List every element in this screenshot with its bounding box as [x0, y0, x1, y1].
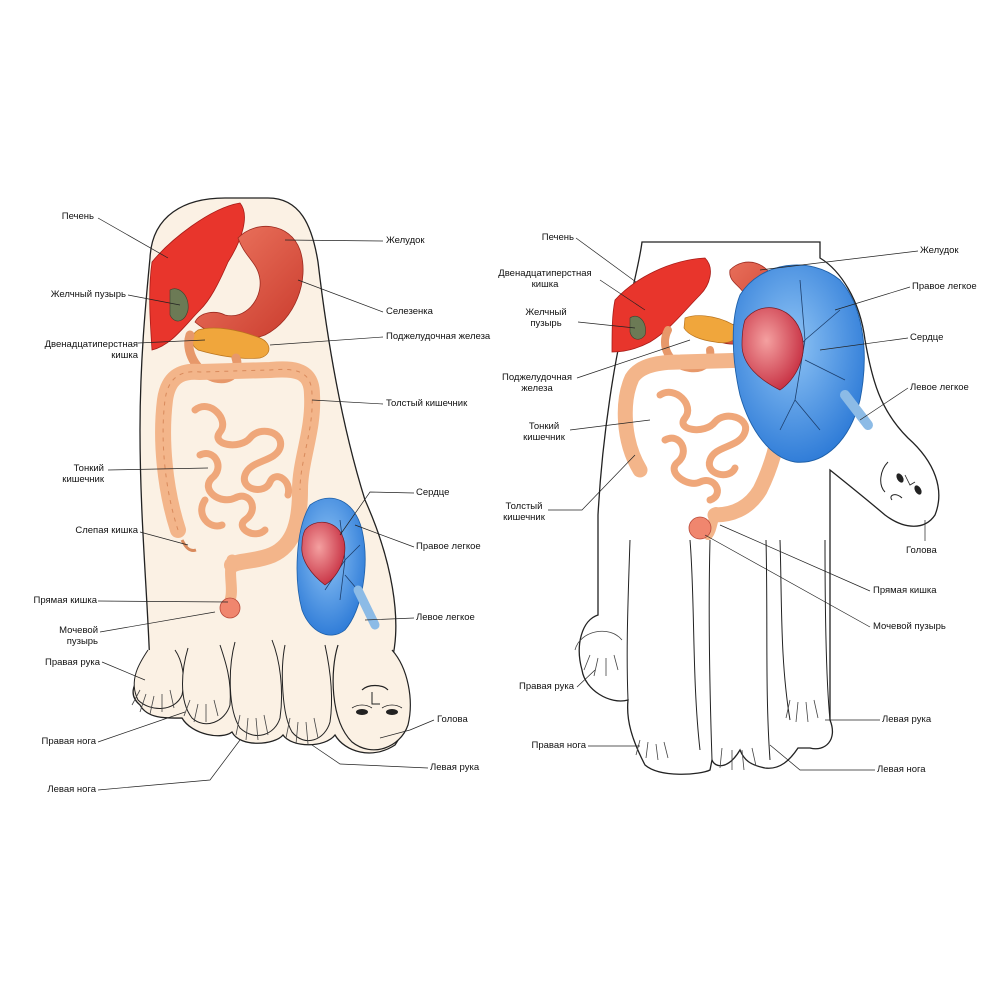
foot-trachea [353, 585, 380, 630]
foot-colon-haustra [162, 368, 313, 531]
foot-label-heart: Сердце [416, 487, 450, 498]
foot-label-rectum: Прямая кишка [33, 595, 97, 606]
hand-label-bladder: Мочевой пузырь [873, 621, 946, 632]
foot-toe-3 [229, 639, 283, 736]
hand-label-colon: Толстый кишечник [503, 501, 545, 523]
foot-bladder-organ [219, 597, 241, 619]
hand-label-right-leg: Правая нога [531, 740, 586, 751]
hand-heart-organ [741, 307, 804, 391]
hand-label-head: Голова [906, 545, 937, 556]
hand-finger-sketches [574, 631, 819, 771]
foot-heart-organ [301, 522, 346, 586]
hand-label-duodenum: Двенадцатиперстная кишка [498, 268, 592, 290]
foot-label-left-hand: Левая рука [430, 762, 480, 773]
foot-label-gallbladder: Желчный пузырь [50, 289, 126, 300]
hand-label-left-hand: Левая рука [882, 714, 932, 725]
hand-label-gallbladder: Желчный пузырь [525, 307, 567, 329]
hand-trachea [840, 390, 873, 430]
foot-label-head: Голова [437, 714, 468, 725]
hand-figure [574, 241, 940, 775]
foot-toe-2 [182, 644, 231, 725]
hand-pancreas-organ [683, 315, 740, 344]
hand-label-left-leg: Левая нога [877, 764, 926, 775]
foot-label-cecum: Слепая кишка [75, 525, 138, 536]
leader-lines [97, 217, 926, 791]
foot-toe-1 [133, 649, 185, 709]
hand-label-liver: Печень [541, 232, 574, 243]
hand-label-right-hand: Правая рука [519, 681, 574, 692]
foot-rectum-organ [224, 554, 238, 606]
foot-label-colon: Толстый кишечник [386, 398, 468, 409]
foot-label-stomach: Желудок [386, 235, 425, 246]
foot-label-right-hand: Правая рука [45, 657, 100, 668]
hand-label-stomach: Желудок [920, 245, 959, 256]
hand-face-icon [880, 461, 922, 501]
hand-label-pancreas: Поджелудочная железа [502, 372, 572, 394]
hand-gallbladder-organ [629, 315, 646, 340]
hand-fingers [626, 539, 831, 761]
hand-bladder-organ [688, 516, 712, 540]
hand-label-heart: Сердце [910, 332, 944, 343]
foot-pancreas-organ [191, 327, 270, 359]
foot-label-duodenum: Двенадцатиперстная кишка [44, 339, 138, 361]
foot-face-icon [351, 684, 403, 715]
foot-cecum-organ [180, 539, 197, 552]
foot-label-right-lung: Правое легкое [416, 541, 481, 552]
foot-toe-sketches [131, 689, 319, 745]
foot-figure [131, 197, 411, 754]
foot-stomach-organ [194, 225, 304, 340]
foot-bronchi [324, 519, 363, 601]
foot-label-left-lung: Левое легкое [416, 612, 475, 623]
foot-label-spleen: Селезенка [386, 306, 433, 317]
hand-label-right-lung: Правое легкое [912, 281, 977, 292]
foot-label-right-leg: Правая нога [41, 736, 96, 747]
foot-label-liver: Печень [61, 211, 94, 222]
foot-label-bladder: Мочевой пузырь [59, 625, 98, 647]
foot-label-left-leg: Левая нога [47, 784, 96, 795]
foot-label-pancreas: Поджелудочная железа [386, 331, 491, 342]
foot-toe-4 [281, 644, 333, 742]
hand-label-rectum: Прямая кишка [873, 585, 937, 596]
hand-label-left-lung: Левое легкое [910, 382, 969, 393]
foot-label-small-intestine: Тонкий кишечник [62, 463, 104, 485]
hand-label-small-intestine: Тонкий кишечник [523, 421, 565, 443]
hand-small-intestine-organ [656, 389, 750, 504]
foot-small-intestine-organ [191, 403, 293, 538]
